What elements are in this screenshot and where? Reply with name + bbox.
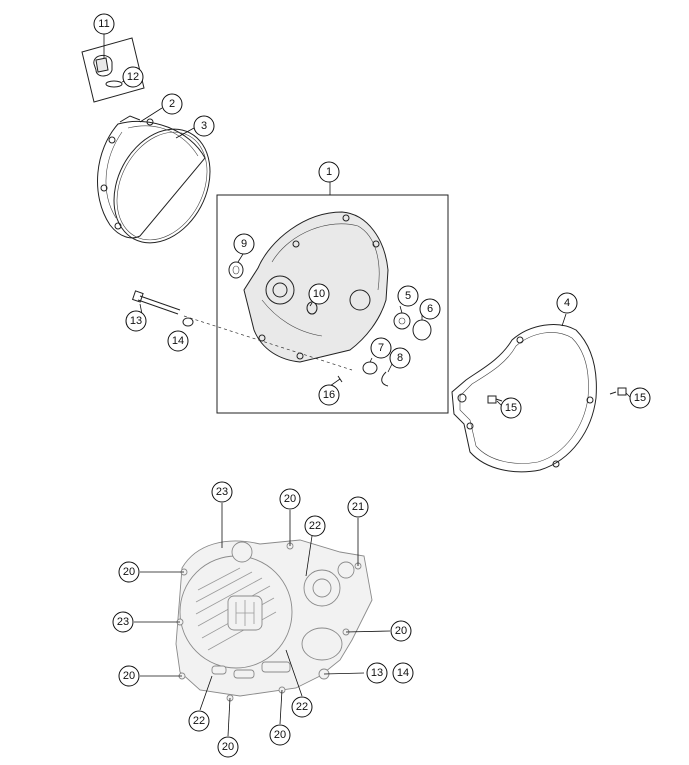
callout: 14 <box>167 330 189 352</box>
callout: 6 <box>419 298 441 320</box>
callout: 22 <box>304 515 326 537</box>
clutch-cover-gasket <box>113 128 211 244</box>
svg-text:20: 20 <box>274 729 286 741</box>
svg-text:13: 13 <box>130 315 142 327</box>
svg-text:11: 11 <box>98 18 109 30</box>
svg-text:1: 1 <box>326 166 332 178</box>
callout: 12 <box>122 66 144 88</box>
svg-text:20: 20 <box>123 670 135 682</box>
callout: 5 <box>397 285 419 307</box>
callout: 15 <box>500 397 522 419</box>
svg-text:9: 9 <box>241 238 247 250</box>
assembled-clutch-cover <box>175 539 373 702</box>
callout: 7 <box>370 337 392 359</box>
svg-text:7: 7 <box>378 342 384 354</box>
callout: 9 <box>233 233 255 255</box>
svg-text:14: 14 <box>172 335 184 347</box>
svg-text:10: 10 <box>313 288 325 300</box>
callout: 13 <box>366 662 388 684</box>
callout: 13 <box>125 310 147 332</box>
svg-text:4: 4 <box>564 297 570 309</box>
callout: 11 <box>93 13 115 35</box>
callout: 22 <box>188 710 210 732</box>
svg-text:16: 16 <box>323 389 335 401</box>
svg-text:22: 22 <box>309 520 321 532</box>
callouts: 1 2 3 4 5 6 7 8 9 10 11 12 13 14 15 15 1… <box>93 13 651 758</box>
callout: 16 <box>318 384 340 406</box>
svg-text:15: 15 <box>634 392 646 404</box>
callout: 3 <box>193 115 215 137</box>
svg-text:20: 20 <box>395 625 407 637</box>
svg-text:15: 15 <box>505 402 517 414</box>
callout: 20 <box>269 724 291 746</box>
svg-text:12: 12 <box>127 71 139 83</box>
callout: 23 <box>112 611 134 633</box>
callout: 14 <box>392 662 414 684</box>
plug-box <box>81 33 145 103</box>
svg-text:23: 23 <box>216 486 228 498</box>
callout: 20 <box>279 488 301 510</box>
callout: 4 <box>556 292 578 314</box>
callout: 20 <box>390 620 412 642</box>
long-bolt <box>131 290 353 371</box>
svg-text:21: 21 <box>352 501 364 513</box>
bolt-15-right <box>609 387 627 396</box>
svg-text:6: 6 <box>427 303 433 315</box>
svg-text:8: 8 <box>397 352 403 364</box>
callout: 21 <box>347 496 369 518</box>
leader-lines <box>121 76 631 737</box>
callout: 1 <box>318 161 340 183</box>
svg-text:13: 13 <box>371 667 383 679</box>
svg-text:2: 2 <box>169 98 175 110</box>
callout: 15 <box>629 387 651 409</box>
callout: 23 <box>211 481 233 503</box>
svg-text:20: 20 <box>284 493 296 505</box>
callout: 8 <box>389 347 411 369</box>
callout: 20 <box>118 561 140 583</box>
clutch-cover-gasket-large <box>451 324 597 473</box>
bolt-15-left <box>487 395 503 404</box>
svg-text:22: 22 <box>193 715 205 727</box>
callout: 20 <box>217 736 239 758</box>
callout: 22 <box>291 696 313 718</box>
svg-text:14: 14 <box>397 667 409 679</box>
svg-text:20: 20 <box>222 741 234 753</box>
callout: 20 <box>118 665 140 687</box>
callout: 2 <box>161 93 183 115</box>
callout: 10 <box>308 283 330 305</box>
svg-text:3: 3 <box>201 120 207 132</box>
svg-text:23: 23 <box>117 616 129 628</box>
svg-text:5: 5 <box>405 290 411 302</box>
svg-text:22: 22 <box>296 701 308 713</box>
outer-clutch-cover <box>97 115 206 239</box>
svg-text:20: 20 <box>123 566 135 578</box>
